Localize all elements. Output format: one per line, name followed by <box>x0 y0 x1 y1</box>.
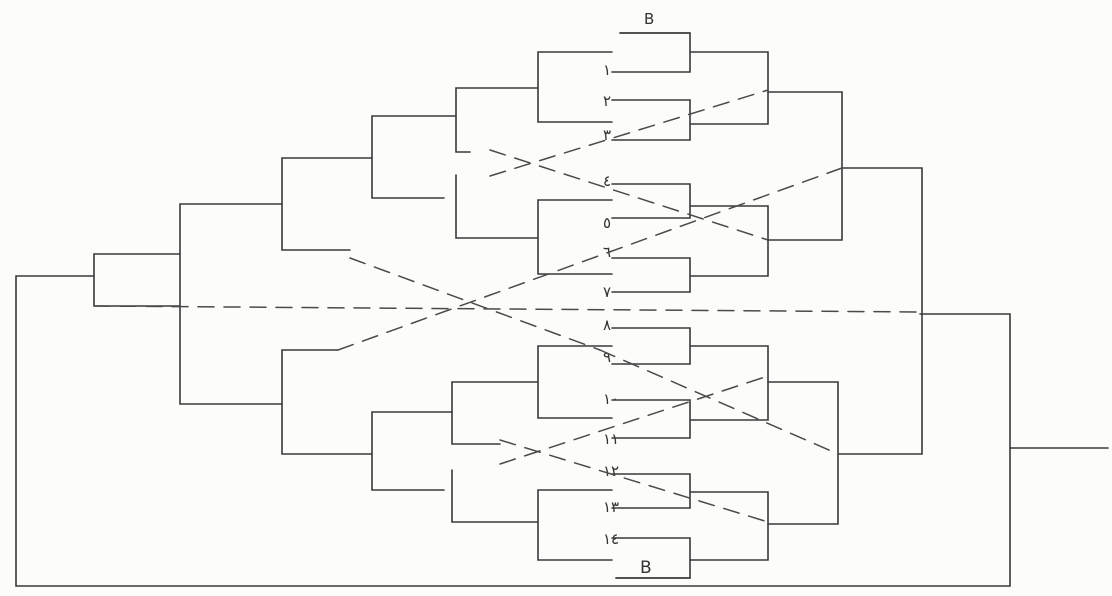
player-1-label: ١ <box>603 61 611 79</box>
top-marker: B <box>619 10 691 34</box>
bottom-marker: B <box>615 558 691 579</box>
player-6-label: ٦ <box>603 243 611 261</box>
bottom-marker-label: B <box>640 558 652 578</box>
player-11-label: ١١ <box>603 430 619 448</box>
left-round-2 <box>537 51 613 561</box>
player-9-label: ٩ <box>603 348 611 366</box>
right-round-3 <box>837 167 923 455</box>
top-marker-label: B <box>644 10 654 28</box>
player-4-label: ٤ <box>603 172 611 190</box>
right-round-1 <box>689 51 769 561</box>
left-round-4 <box>371 115 457 491</box>
player-12-label: ١٢ <box>603 462 619 480</box>
right-round-2 <box>767 91 843 525</box>
left-round-3 <box>451 87 539 523</box>
left-round-5 <box>281 157 373 455</box>
player-5-label: ٥ <box>603 214 611 232</box>
player-10-label: ١٠ <box>603 390 619 408</box>
player-13-label: ١٣ <box>603 498 619 516</box>
player-7-label: ٧ <box>603 283 611 301</box>
left-round-6 <box>179 203 283 405</box>
player-8-label: ٨ <box>603 316 611 334</box>
dashed-links <box>93 89 921 523</box>
left-final <box>15 253 1109 587</box>
player-14-label: ١٤ <box>603 530 619 548</box>
player-labels: ١ ٢ ٣ ٤ ٥ ٦ ٧ ٨ ٩ ١٠ ١١ ١٢ ١٣ ١٤ <box>603 61 619 548</box>
left-round-1 <box>611 32 691 579</box>
player-2-label: ٢ <box>603 92 611 110</box>
player-3-label: ٣ <box>603 126 611 144</box>
